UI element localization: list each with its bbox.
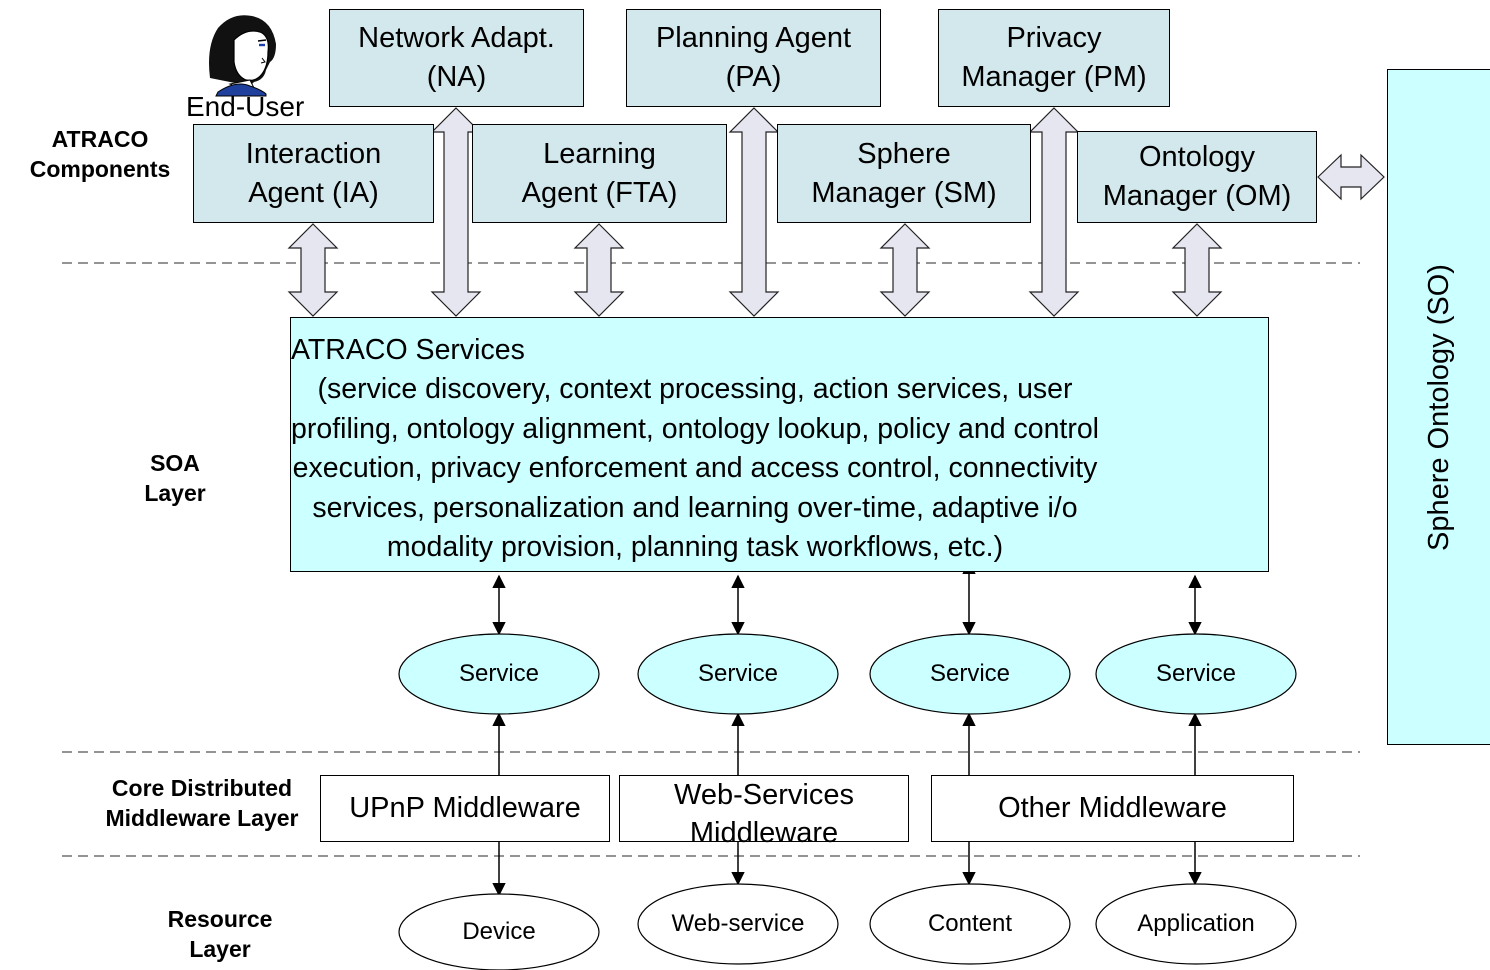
service-label-4: Service — [1155, 660, 1237, 687]
block-arrow-om — [1171, 223, 1223, 317]
block-arrow-pa — [728, 107, 780, 317]
interaction-agent-box: Interaction Agent (IA) — [193, 124, 434, 223]
layer-label-soa: SOA Layer — [144, 450, 206, 506]
resource-label-application: Application — [1137, 910, 1255, 937]
layer-label-resource: Resource Layer — [167, 906, 273, 962]
upnp-middleware-box: UPnP Middleware — [320, 775, 610, 842]
thin-arrows-middleware-service — [492, 712, 1202, 775]
resource-label-webservice: Web-service — [671, 910, 805, 937]
web-services-middleware-box: Web-Services Middleware — [619, 775, 909, 849]
layer-label-core-middleware: Core Distributed Middleware Layer — [105, 775, 299, 831]
person-icon — [209, 15, 276, 97]
block-arrow-pm — [1028, 107, 1080, 317]
thin-arrows-middleware-resource — [492, 842, 1202, 897]
service-label-1: Service — [458, 660, 540, 687]
network-adapt-box: Network Adapt. (NA) — [329, 9, 584, 107]
service-ellipse-3 — [869, 633, 1071, 715]
service-ellipse-4 — [1095, 633, 1297, 715]
sphere-manager-box: Sphere Manager (SM) — [777, 124, 1031, 223]
service-label-3: Service — [929, 660, 1011, 687]
planning-agent-box: Planning Agent (PA) — [626, 9, 881, 107]
sphere-ontology-label: Sphere Ontology (SO) — [1422, 263, 1455, 551]
atraco-services-box: ATRACO Services (service discovery, cont… — [290, 317, 1269, 572]
block-arrow-ia — [287, 223, 339, 317]
resource-ellipse-content — [869, 883, 1071, 965]
privacy-manager-box: Privacy Manager (PM) — [938, 9, 1170, 107]
layer-label-atraco-components: ATRACO Components — [29, 126, 171, 182]
learning-agent-box: Learning Agent (FTA) — [472, 124, 727, 223]
block-arrow-sm — [879, 223, 931, 317]
resource-label-device: Device — [462, 918, 536, 945]
atraco-services-description: (service discovery, context processing, … — [291, 373, 1100, 563]
sphere-ontology-box: Sphere Ontology (SO) — [1387, 69, 1490, 745]
resource-ellipses — [398, 883, 1297, 970]
atraco-services-title: ATRACO Services — [291, 333, 525, 366]
resource-ellipse-device — [398, 893, 600, 970]
ontology-manager-box: Ontology Manager (OM) — [1077, 131, 1317, 223]
thin-arrows-soa-service — [492, 560, 1202, 636]
block-arrow-fta — [573, 223, 625, 317]
service-ellipse-2 — [637, 633, 839, 715]
end-user-label: End-User — [186, 91, 305, 122]
block-arrow-om-so — [1317, 153, 1385, 201]
resource-ellipse-webservice — [637, 883, 839, 965]
resource-label-content: Content — [927, 910, 1013, 937]
other-middleware-box: Other Middleware — [931, 775, 1294, 842]
service-ellipses — [398, 633, 1297, 715]
service-label-2: Service — [697, 660, 779, 687]
layer-separators — [62, 262, 1360, 857]
block-arrows — [287, 107, 1385, 317]
resource-ellipse-application — [1095, 883, 1297, 965]
service-ellipse-1 — [398, 633, 600, 715]
